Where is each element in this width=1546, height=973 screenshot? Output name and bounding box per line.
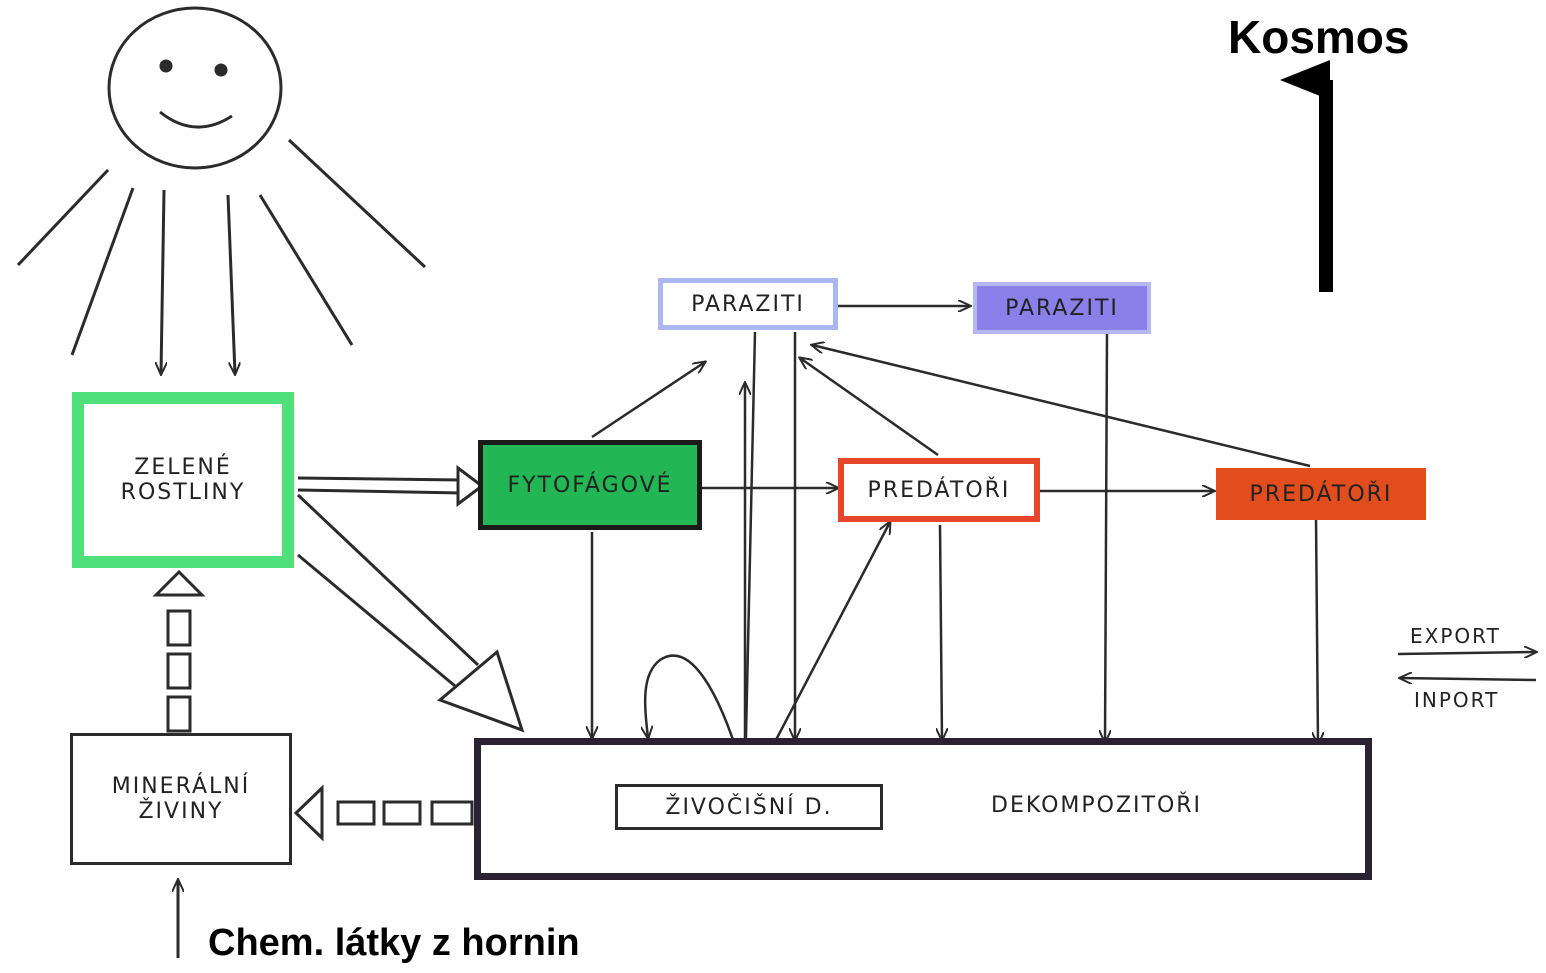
node-label: PREDÁTOŘI [1249, 481, 1393, 507]
animal-detritus-to-predators-arrow [753, 522, 890, 781]
herbivores-to-parasites-arrow [591, 362, 705, 439]
predators-to-parasites-arrow [800, 358, 939, 457]
node-label: ŽIVOČIŠNÍ D. [665, 794, 833, 820]
rock-chemicals-caption: Chem. látky z hornin [208, 922, 580, 964]
sun-icon [16, 6, 427, 356]
predators2-to-parasites-arrow [812, 345, 1311, 468]
decomposers-to-minerals-arrow [293, 784, 474, 842]
node-green-plants: ZELENÉ ROSTLINY [72, 392, 294, 568]
node-label: ZELENÉ ROSTLINY [120, 455, 246, 505]
plants-to-herbivores-arrow [297, 465, 485, 507]
node-decomposers: DEKOMPOZITOŘI [474, 738, 1372, 880]
sun-ray-arrow [161, 189, 164, 374]
kosmos-label: Kosmos [1228, 11, 1410, 63]
parasites2-to-decomposers-arrow [1105, 332, 1107, 742]
node-mineral-nutrients: MINERÁLNÍ ŽIVINY [70, 733, 292, 865]
sun-ray-arrow [226, 194, 235, 374]
detritus-loop-arrow [645, 654, 747, 779]
node-herbivores: FYTOFÁGOVÉ [478, 440, 702, 530]
node-parasites-2: PARAZITI [973, 282, 1151, 334]
node-label: PARAZITI [1005, 295, 1119, 321]
export-label: EXPORT [1410, 624, 1501, 648]
node-predators-1: PREDÁTOŘI [838, 458, 1040, 522]
import-label: INPORT [1414, 688, 1500, 712]
node-label: DEKOMPOZITOŘI [991, 793, 1203, 818]
minerals-to-plants-arrow [152, 569, 206, 733]
export-arrow [1397, 652, 1536, 654]
node-label: PREDÁTOŘI [867, 477, 1011, 503]
node-label: FYTOFÁGOVÉ [507, 472, 673, 498]
plants-to-decomposers-arrow [296, 493, 525, 733]
predators-to-decomposers-arrow [940, 524, 942, 740]
import-arrow [1400, 678, 1537, 680]
node-label: MINERÁLNÍ ŽIVINY [111, 774, 251, 824]
predators2-to-decomposers-arrow [1316, 517, 1318, 744]
node-predators-2: PREDÁTOŘI [1216, 468, 1426, 520]
node-parasites-1: PARAZITI [658, 278, 838, 330]
node-label: PARAZITI [691, 291, 805, 317]
parasites-to-detritus-line [743, 331, 757, 781]
node-animal-detritus: ŽIVOČIŠNÍ D. [615, 784, 883, 830]
